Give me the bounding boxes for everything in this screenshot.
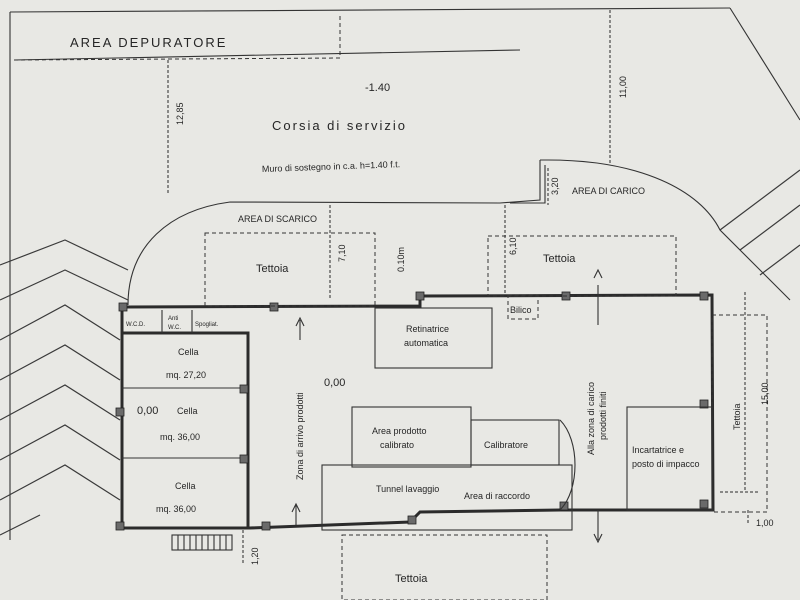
label-level-010: 0.10m (396, 247, 406, 272)
dim-15-00: 15,00 (760, 382, 770, 405)
label-calibratore: Calibratore (484, 440, 528, 450)
dim-6-10: 6,10 (508, 237, 518, 255)
label-muro-sostegno: Muro di sostegno in c.a. h=1.40 f.t. (262, 159, 401, 174)
label-cella-3: Cella (175, 481, 196, 491)
label-zona-arrivo: Zona di arrivo prodotti (295, 392, 305, 480)
label-corsia-servizio: Corsia di servizio (272, 118, 407, 133)
label-anti-2: W.C. (168, 325, 181, 331)
label-area-scarico: AREA DI SCARICO (238, 214, 317, 224)
label-area-calibrato-1: Area prodotto (372, 426, 427, 436)
label-mq-27: mq. 27,20 (166, 370, 206, 380)
dim-7-10: 7,10 (337, 244, 347, 262)
label-incartatrice-1: Incartatrice e (632, 445, 684, 455)
label-area-carico: AREA DI CARICO (572, 186, 645, 196)
label-area-depuratore: AREA DEPURATORE (70, 35, 227, 50)
label-cella-2: Cella (177, 406, 198, 416)
label-cella-1: Cella (178, 347, 199, 357)
label-tettoia-side: Tettoia (732, 403, 742, 430)
label-zona-carico-2: prodotti finiti (598, 391, 608, 440)
label-spogliatoio: Spogliat. (195, 322, 219, 328)
label-level-000-cella: 0,00 (137, 405, 158, 417)
retaining-wall (127, 159, 791, 306)
label-tunnel: Tunnel lavaggio (376, 484, 439, 494)
label-anti-1: Anti (168, 316, 178, 322)
label-tettoia-left: Tettoia (256, 263, 289, 275)
entry-stairs (171, 534, 233, 551)
label-incartatrice-2: posto di impacco (632, 459, 700, 469)
dimension-lines (167, 10, 760, 565)
site-boundary (9, 7, 800, 540)
label-area-calibrato-2: calibrato (380, 440, 414, 450)
label-level-top: -1.40 (365, 82, 390, 94)
dim-3-20: 3,20 (550, 177, 560, 195)
label-retinatrice-1: Retinatrice (406, 324, 449, 334)
dim-11-00: 11,00 (618, 76, 628, 98)
dim-1-20: 1,20 (250, 547, 260, 565)
label-tettoia-right: Tettoia (543, 253, 576, 265)
label-mq-36-a: mq. 36,00 (160, 432, 200, 442)
label-area-raccordo: Area di raccordo (464, 491, 530, 501)
label-bilico: Bilico (510, 305, 532, 315)
label-zona-carico-1: Alla zona di carico (586, 382, 596, 455)
label-wcd: W.C.D. (126, 322, 145, 328)
flow-arrows (291, 268, 603, 544)
dim-1-00: 1,00 (756, 518, 774, 528)
tettoia-zones (204, 232, 768, 600)
label-level-000-main: 0,00 (324, 377, 345, 389)
label-mq-36-b: mq. 36,00 (156, 504, 196, 514)
machines (321, 307, 713, 531)
label-tettoia-bottom: Tettoia (395, 573, 428, 585)
hatched-zone (0, 169, 800, 536)
label-retinatrice-2: automatica (404, 338, 448, 348)
dim-12-85: 12,85 (175, 102, 185, 125)
